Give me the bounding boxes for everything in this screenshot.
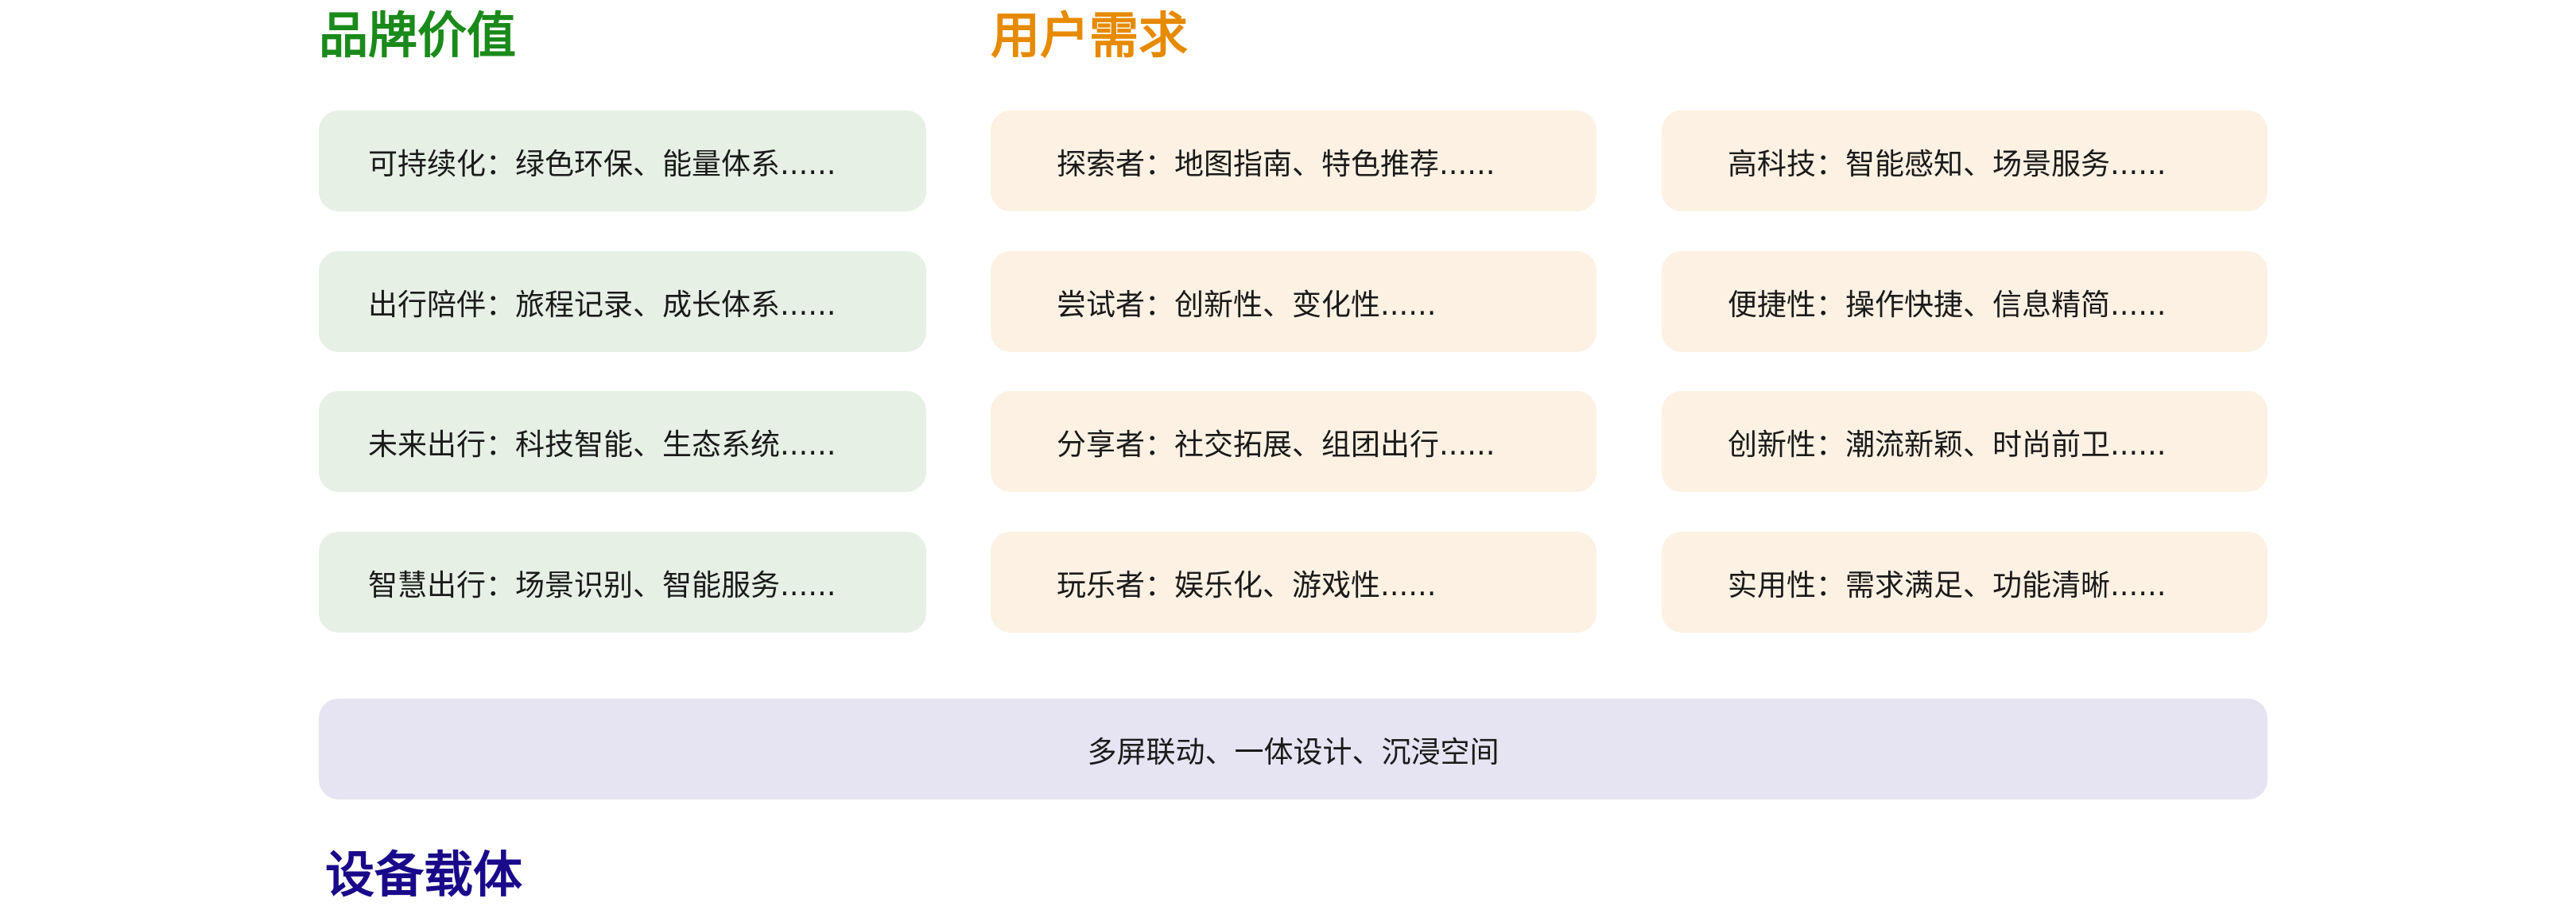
user-type-card: 分享者：社交拓展、组团出行......	[991, 391, 1596, 492]
user-need-card: 创新性：潮流新颖、时尚前卫......	[1662, 391, 2268, 492]
user-type-card: 探索者：地图指南、特色推荐......	[991, 110, 1596, 211]
brand-card: 智慧出行：场景识别、智能服务......	[319, 532, 926, 633]
card-text: 尝试者：创新性、变化性......	[1057, 287, 1437, 322]
user-need-card: 便捷性：操作快捷、信息精简......	[1662, 251, 2268, 352]
user-needs-heading: 用户需求	[991, 6, 1189, 64]
card-text: 分享者：社交拓展、组团出行......	[1057, 427, 1496, 462]
card-text: 实用性：需求满足、功能清晰......	[1728, 567, 2167, 602]
user-type-card: 玩乐者：娱乐化、游戏性......	[991, 532, 1596, 633]
bar-text: 多屏联动、一体设计、沉浸空间	[1087, 734, 1499, 769]
user-type-card: 尝试者：创新性、变化性......	[991, 251, 1596, 352]
user-need-card: 高科技：智能感知、场景服务......	[1662, 110, 2268, 211]
user-need-card: 实用性：需求满足、功能清晰......	[1662, 532, 2268, 633]
card-text: 创新性：潮流新颖、时尚前卫......	[1728, 427, 2167, 462]
card-text: 便捷性：操作快捷、信息精简......	[1728, 287, 2167, 322]
card-text: 未来出行：科技智能、生态系统......	[368, 427, 836, 462]
card-text: 高科技：智能感知、场景服务......	[1728, 146, 2167, 181]
device-features-bar: 多屏联动、一体设计、沉浸空间	[319, 699, 2268, 800]
card-text: 探索者：地图指南、特色推荐......	[1057, 146, 1496, 181]
brand-card: 未来出行：科技智能、生态系统......	[319, 391, 926, 492]
brand-card: 出行陪伴：旅程记录、成长体系......	[319, 251, 926, 352]
card-text: 智慧出行：场景识别、智能服务......	[368, 567, 836, 602]
brand-card: 可持续化：绿色环保、能量体系......	[319, 110, 926, 211]
device-carrier-heading: 设备载体	[325, 846, 523, 904]
card-text: 可持续化：绿色环保、能量体系......	[368, 146, 836, 181]
card-text: 玩乐者：娱乐化、游戏性......	[1057, 567, 1437, 602]
brand-value-heading: 品牌价值	[319, 6, 517, 64]
card-text: 出行陪伴：旅程记录、成长体系......	[368, 287, 836, 322]
